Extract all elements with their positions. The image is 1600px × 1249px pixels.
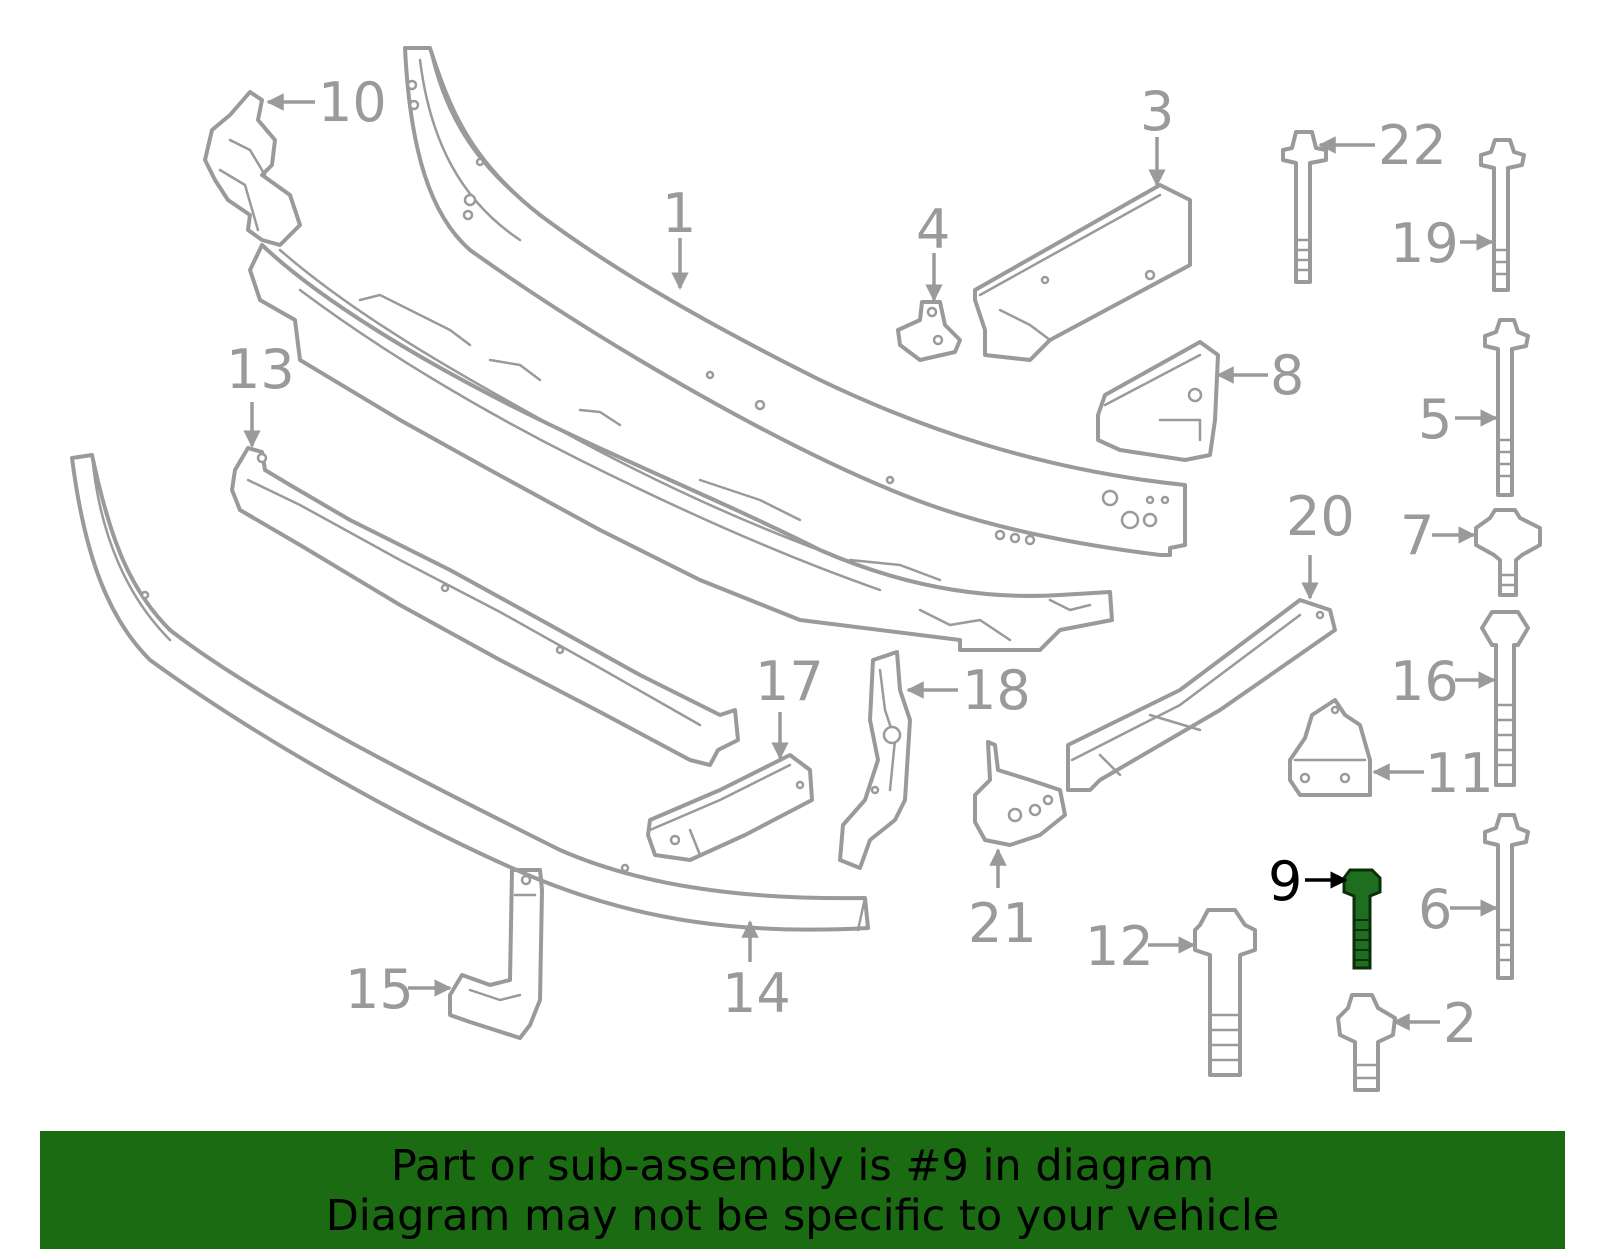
callout-3: 3 bbox=[1140, 80, 1174, 143]
callout-2: 2 bbox=[1443, 992, 1477, 1055]
part-16-bolt bbox=[1480, 610, 1530, 787]
callout-8: 8 bbox=[1270, 344, 1304, 407]
part-1-upper-crossmember bbox=[403, 46, 1187, 557]
part-4-bracket bbox=[896, 300, 962, 362]
banner-line-2: Diagram may not be specific to your vehi… bbox=[325, 1191, 1280, 1241]
callout-20: 20 bbox=[1286, 485, 1355, 548]
callout-19: 19 bbox=[1390, 212, 1459, 275]
part-6-bolt bbox=[1483, 813, 1530, 980]
callout-10: 10 bbox=[318, 71, 387, 134]
part-12-bolt bbox=[1193, 908, 1257, 1077]
callout-5: 5 bbox=[1418, 388, 1452, 451]
part-11-bracket bbox=[1288, 698, 1372, 797]
part-7-bolt bbox=[1474, 508, 1542, 597]
part-20-crossbar bbox=[1066, 598, 1337, 792]
part-13-absorber-bracket bbox=[230, 446, 740, 767]
part-15-bracket bbox=[448, 868, 544, 1040]
callout-18: 18 bbox=[962, 659, 1031, 722]
callout-22: 22 bbox=[1378, 114, 1447, 177]
leader-lines bbox=[243, 93, 1498, 1031]
part-18-bracket bbox=[838, 650, 912, 870]
callout-13: 13 bbox=[226, 338, 295, 401]
callout-6: 6 bbox=[1418, 878, 1452, 941]
callout-17: 17 bbox=[755, 650, 824, 713]
callout-11: 11 bbox=[1425, 742, 1494, 805]
part-14-lower-beam bbox=[70, 453, 870, 932]
part-5-bolt bbox=[1483, 318, 1530, 497]
callout-4: 4 bbox=[916, 198, 950, 261]
callout-labels: 1 3 4 8 10 13 22 19 5 7 20 16 11 6 2 12 … bbox=[226, 71, 1494, 1055]
callout-1: 1 bbox=[662, 182, 696, 245]
part-9-bolt-highlighted bbox=[1342, 868, 1382, 970]
part-22-bolt bbox=[1281, 130, 1328, 284]
part-2-bolt bbox=[1336, 993, 1397, 1092]
part-3-bracket bbox=[973, 183, 1192, 362]
bumper-reinforcement bbox=[248, 243, 1114, 652]
part-17-bracket bbox=[646, 753, 814, 862]
callout-12: 12 bbox=[1085, 915, 1154, 978]
part-8-bracket bbox=[1096, 340, 1220, 462]
callout-21: 21 bbox=[968, 892, 1037, 955]
callout-15: 15 bbox=[345, 958, 414, 1021]
part-19-bolt bbox=[1479, 138, 1526, 292]
part-21-bracket bbox=[973, 740, 1067, 847]
callout-16: 16 bbox=[1390, 650, 1459, 713]
callout-7: 7 bbox=[1400, 504, 1434, 567]
callout-9: 9 bbox=[1268, 850, 1302, 913]
callout-14: 14 bbox=[722, 962, 791, 1025]
banner-line-1: Part or sub-assembly is #9 in diagram bbox=[390, 1141, 1215, 1191]
info-banner: Part or sub-assembly is #9 in diagram Di… bbox=[40, 1131, 1565, 1249]
part-10-bracket bbox=[203, 90, 302, 247]
